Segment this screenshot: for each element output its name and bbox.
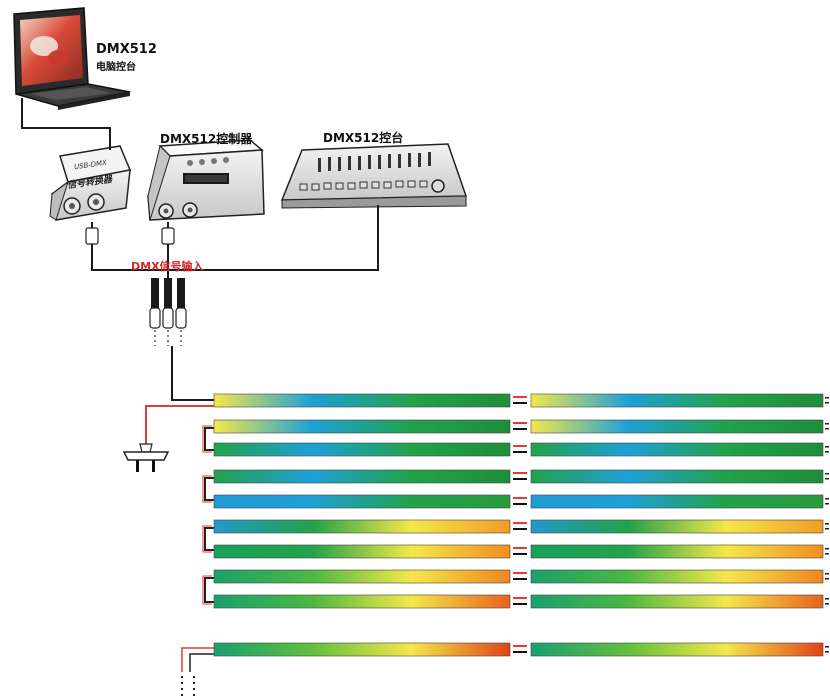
strip-connector-black	[513, 528, 527, 530]
xlr-connector-icon	[85, 227, 175, 245]
usb-dmx-converter-icon	[49, 145, 132, 221]
strip-connector-red	[513, 445, 527, 447]
strip-connector-black	[513, 578, 527, 580]
led-strip	[530, 419, 824, 434]
pc-console-title: DMX512	[96, 42, 157, 57]
led-strip	[213, 594, 511, 609]
led-strip	[530, 519, 824, 534]
strip-connector-black	[513, 451, 527, 453]
led-strip	[213, 544, 511, 559]
led-strip	[213, 419, 511, 434]
signal-input-label: DMX信号输入	[131, 260, 204, 273]
led-strip	[213, 642, 511, 657]
strip-connector-black	[513, 402, 527, 404]
strip-end-tick	[825, 603, 829, 605]
strip-end-tick	[825, 573, 829, 575]
strip-end-tick	[825, 478, 829, 480]
strip-end-tick	[825, 473, 829, 475]
led-strip	[213, 442, 511, 457]
continuation-wires-bottom	[181, 647, 214, 696]
strip-end-tick	[825, 428, 829, 430]
strip-connector-black	[513, 603, 527, 605]
led-strip	[530, 594, 824, 609]
cable-bundle-icon	[149, 278, 187, 329]
strip-end-tick	[825, 498, 829, 500]
strip-end-tick	[825, 646, 829, 648]
led-strip	[530, 544, 824, 559]
strip-connector-red	[513, 497, 527, 499]
led-strip	[213, 469, 511, 484]
led-strip	[530, 642, 824, 657]
strip-connector-red	[513, 522, 527, 524]
strip-connector-red	[513, 547, 527, 549]
controller-label: DMX512控制器	[160, 132, 253, 146]
strip-connector-red	[513, 422, 527, 424]
strip-end-tick	[825, 451, 829, 453]
strip-end-tick	[825, 402, 829, 404]
led-strip	[530, 494, 824, 509]
strip-end-tick	[825, 598, 829, 600]
led-strip	[213, 519, 511, 534]
led-strip	[530, 469, 824, 484]
strip-end-tick	[825, 578, 829, 580]
strip-connector-black	[513, 428, 527, 430]
strip-connector-red	[513, 645, 527, 647]
strip-end-tick	[825, 548, 829, 550]
laptop-icon	[13, 7, 131, 110]
strip-end-tick	[825, 528, 829, 530]
strip-end-tick	[825, 651, 829, 653]
strip-connector-red	[513, 396, 527, 398]
led-strip	[213, 494, 511, 509]
pc-console-subtitle: 电脑控台	[96, 62, 136, 73]
strip-connector-black	[513, 553, 527, 555]
strip-connector-black	[513, 478, 527, 480]
strip-end-tick	[825, 397, 829, 399]
led-strip	[213, 393, 511, 408]
strip-end-tick	[825, 423, 829, 425]
dmx-controller-icon	[147, 139, 265, 221]
dmx-console-icon	[280, 143, 468, 209]
strip-connector-red	[513, 472, 527, 474]
strip-brackets	[202, 425, 214, 605]
led-strip	[213, 569, 511, 584]
strip-end-tick	[825, 553, 829, 555]
strip-connector-red	[513, 572, 527, 574]
console-label: DMX512控台	[323, 131, 404, 145]
strip-end-tick	[825, 523, 829, 525]
strip-connector-red	[513, 597, 527, 599]
strip-connector-black	[513, 651, 527, 653]
led-strip	[530, 569, 824, 584]
led-strip	[530, 442, 824, 457]
signal-wires	[21, 98, 379, 401]
strip-end-tick	[825, 446, 829, 448]
led-strip	[530, 393, 824, 408]
continuation-dots-top	[154, 330, 182, 346]
strip-end-tick	[825, 503, 829, 505]
led-strip-grid	[213, 393, 829, 657]
strip-connector-black	[513, 503, 527, 505]
power-plug-icon	[122, 405, 214, 472]
